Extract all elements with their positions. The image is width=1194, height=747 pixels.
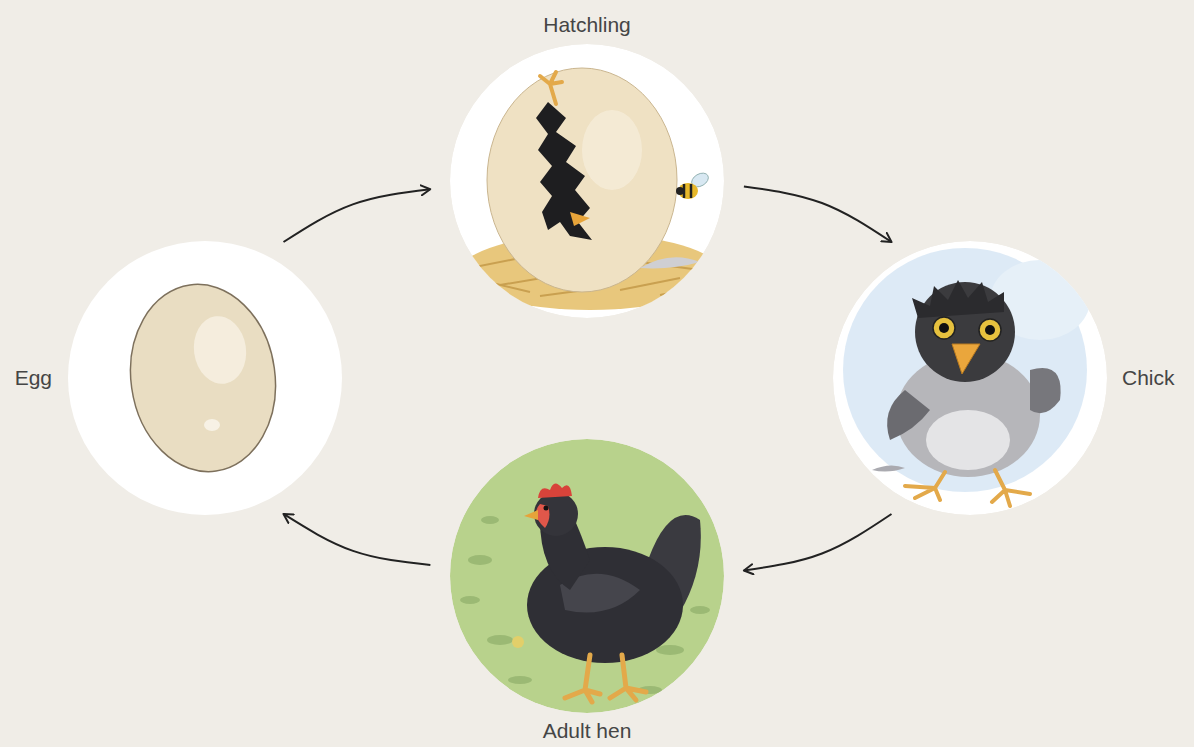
hen-eye	[544, 506, 549, 511]
hatchling-picture	[450, 44, 724, 318]
egg-picture	[68, 241, 342, 515]
bee	[676, 170, 711, 199]
grass-spots	[460, 516, 710, 694]
foot	[540, 72, 562, 104]
cycle-arrow	[744, 514, 892, 571]
chick-beak	[952, 344, 980, 374]
grass-spot	[460, 596, 480, 604]
grass-disc	[450, 439, 724, 713]
grass-spot	[487, 635, 513, 645]
egg-shell	[487, 68, 677, 292]
stage-circle: Adult hen	[450, 439, 724, 713]
chick-belly	[926, 410, 1010, 470]
hatchling-disc	[450, 44, 724, 318]
bee-head	[676, 187, 684, 195]
grass-spot	[690, 606, 710, 614]
beak	[570, 212, 590, 226]
bee-stripe	[684, 184, 691, 198]
hen-comb	[538, 483, 572, 498]
stage-label: Hatchling	[543, 12, 631, 37]
chick-eye	[979, 319, 1001, 341]
hen-picture	[450, 439, 724, 713]
stage-circle: Egg	[68, 241, 342, 515]
stage-circle: Chick	[833, 241, 1107, 515]
stage-label: Adult hen	[543, 718, 632, 743]
egg-shell	[119, 275, 288, 481]
chick-pupil	[939, 323, 949, 333]
egg-highlight	[204, 419, 220, 431]
chick-disc	[833, 241, 1107, 515]
chick-wing	[887, 390, 930, 440]
chick-eye	[933, 317, 955, 339]
grass-spot	[508, 676, 532, 684]
hen-head	[534, 492, 578, 536]
chick-feet	[905, 470, 1030, 506]
stage-circle: Hatchling	[450, 44, 724, 318]
feather	[640, 257, 700, 268]
flower	[512, 636, 524, 648]
chick-fluff	[912, 280, 1004, 318]
stage-label: Egg	[15, 365, 52, 390]
egg-disc	[68, 241, 342, 515]
grass-spot	[656, 645, 684, 655]
stage-label: Chick	[1122, 365, 1175, 390]
feather	[872, 465, 905, 471]
cycle-arrow	[284, 514, 431, 565]
shell-crack	[536, 102, 592, 240]
chick-pupil	[985, 325, 995, 335]
grass-spot	[481, 516, 499, 524]
hen-beak	[524, 510, 538, 520]
grass-spot	[468, 555, 492, 565]
cycle-arrow	[284, 189, 431, 242]
chick-tail	[1030, 368, 1061, 413]
cycle-arrow	[744, 186, 892, 242]
egg-highlight	[582, 110, 642, 190]
egg-highlight	[190, 313, 251, 388]
chick-picture	[833, 241, 1107, 515]
hen-face	[536, 504, 549, 528]
hen-legs	[565, 655, 646, 702]
